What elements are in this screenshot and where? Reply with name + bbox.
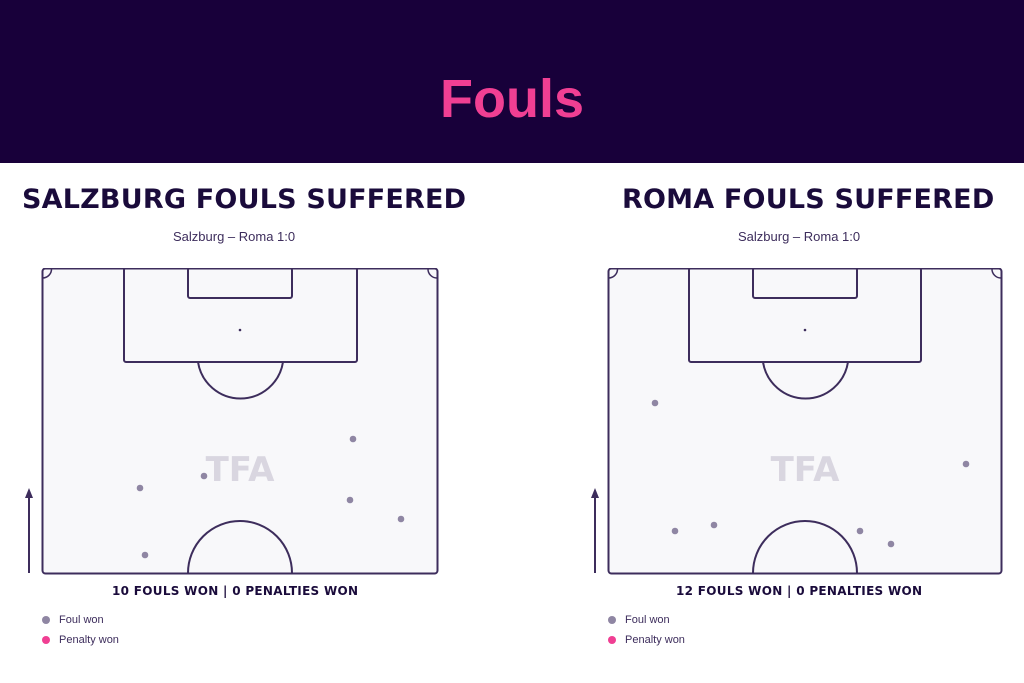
pitch-chart: TFA (591, 268, 1003, 575)
attack-direction-arrow-icon (25, 488, 33, 573)
header-banner: Fouls (0, 0, 1024, 163)
tfa-watermark: TFA (771, 450, 841, 490)
tfa-watermark: TFA (206, 450, 276, 490)
stats-summary: 12 FOULS WON | 0 PENALTIES WON (676, 584, 923, 598)
legend-penalty-won: Penalty won (42, 634, 119, 646)
salzburg-panel: SALZBURG FOULS SUFFERED Salzburg – Roma … (0, 163, 512, 683)
panel-subtitle: Salzburg – Roma 1:0 (173, 229, 296, 244)
legend-foul-won: Foul won (608, 614, 670, 626)
roma-panel: ROMA FOULS SUFFERED Salzburg – Roma 1:0 … (512, 163, 1024, 683)
penalty-dot-icon (42, 636, 50, 644)
foul-dot-icon (608, 616, 616, 624)
foul-dot-icon (42, 616, 50, 624)
pitch-chart: TFA (25, 268, 439, 575)
panel-title: ROMA FOULS SUFFERED (622, 184, 995, 215)
panel-title: SALZBURG FOULS SUFFERED (22, 184, 467, 215)
legend-penalty-won: Penalty won (608, 634, 685, 646)
penalty-dot-icon (608, 636, 616, 644)
attack-direction-arrow-icon (591, 488, 599, 573)
stats-summary: 10 FOULS WON | 0 PENALTIES WON (112, 584, 359, 598)
page-title: Fouls (440, 69, 584, 129)
panel-subtitle: Salzburg – Roma 1:0 (738, 229, 861, 244)
legend-foul-won: Foul won (42, 614, 104, 626)
foul-dots (651, 399, 970, 548)
foul-dots (136, 435, 405, 559)
